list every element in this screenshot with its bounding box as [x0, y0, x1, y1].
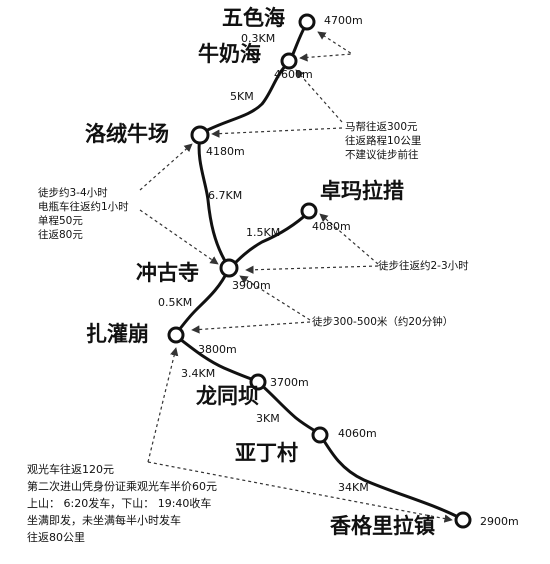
note-horse-line-1: 马帮往返300元 — [345, 121, 418, 133]
callout-short-a — [239, 275, 311, 321]
altitude-luorong: 4180m — [206, 145, 245, 158]
segment-chonggu-zhaguan — [174, 268, 230, 336]
marker-chonggu — [219, 258, 239, 278]
place-name-longtong: 龙同坝 — [196, 384, 259, 408]
bus-info-block: 观光车往返120元 第二次进山凭身份证乘观光车半价60元 上山： 6:20发车，… — [27, 461, 217, 546]
marker-xianggeli — [454, 511, 472, 529]
callout-horse-luorong — [211, 127, 343, 138]
note-walk-chonggu: 徒步300-500米（约20分钟） — [312, 315, 453, 329]
distance-zhuoma-chonggu: 1.5KM — [246, 226, 281, 239]
marker-zhuoma — [300, 202, 318, 220]
note-walk-zhuoma: 徒步往返约2-3小时 — [378, 259, 469, 273]
altitude-longtong: 3700m — [270, 376, 309, 389]
note-walk-left-line-3: 单程50元 — [38, 215, 83, 227]
note-walk-zhuoma-line-1: 徒步往返约2-3小时 — [378, 260, 469, 272]
callout-walk-luorong — [139, 143, 193, 191]
place-name-niunai: 牛奶海 — [198, 42, 261, 66]
note-walk-left-line-1: 徒步约3-4小时 — [38, 187, 108, 199]
bus-info-line-4: 坐满即发，未坐满每半小时发车 — [27, 514, 181, 527]
altitude-zhuoma: 4080m — [312, 220, 351, 233]
note-horse-line-2: 往返路程10公里 — [345, 135, 422, 147]
place-name-yading: 亚丁村 — [235, 441, 298, 465]
segment-zhaguan-longtong — [174, 334, 259, 383]
distance-luorong-chonggu: 6.7KM — [208, 189, 243, 202]
note-horse: 马帮往返300元 往返路程10公里 不建议徒步前往 — [345, 120, 421, 162]
segment-yading-xianggeli — [319, 434, 464, 521]
place-name-xianggeli: 香格里拉镇 — [330, 514, 435, 538]
distance-zhaguan-longtong: 3.4KM — [181, 367, 216, 380]
callout-bus — [147, 347, 179, 463]
marker-yading — [311, 426, 329, 444]
place-name-luorong: 洛绒牛场 — [85, 122, 169, 146]
dashed-callouts — [139, 31, 453, 523]
note-walk-left: 徒步约3-4小时 电瓶车往返约1小时 单程50元 往返80元 — [38, 186, 129, 242]
marker-niunai — [280, 52, 298, 70]
altitude-niunai: 4600m — [274, 68, 313, 81]
bus-info-line-5: 往返80公里 — [27, 531, 85, 544]
altitude-wuse: 4700m — [324, 14, 363, 27]
altitude-zhaguan: 3800m — [198, 343, 237, 356]
callout-short-b — [191, 321, 311, 334]
note-walk-left-line-2: 电瓶车往返约1小时 — [38, 201, 129, 213]
distance-wuse-niunai: 0.3KM — [241, 32, 276, 45]
altitude-yading: 4060m — [338, 427, 377, 440]
distance-longtong-yading: 3KM — [256, 412, 280, 425]
segment-luorong-chonggu — [197, 134, 230, 268]
note-walk-chonggu-line-1: 徒步300-500米（约20分钟） — [312, 316, 454, 328]
callout-wuse-loop — [299, 31, 354, 62]
callout-zhuoma-a — [319, 213, 379, 265]
marker-zhaguan — [167, 326, 185, 344]
segment-zhuoma-chonggu — [228, 210, 311, 270]
callout-walk-chonggu — [139, 209, 219, 265]
bus-info-line-1: 观光车往返120元 — [27, 463, 114, 476]
bus-info-line-3: 上山： 6:20发车，下山： 19:40收车 — [27, 497, 212, 510]
place-name-chonggu: 冲古寺 — [136, 261, 199, 285]
callout-zhuoma-b — [245, 265, 379, 274]
bus-info-line-2: 第二次进山凭身份证乘观光车半价60元 — [27, 480, 217, 493]
place-name-zhuoma: 卓玛拉措 — [320, 179, 404, 203]
distance-yading-xianggeli: 34KM — [338, 481, 369, 494]
altitude-chonggu: 3900m — [232, 279, 271, 292]
location-markers — [167, 13, 472, 529]
distance-niunai-luorong: 5KM — [230, 90, 254, 103]
marker-longtong — [249, 373, 267, 391]
distance-chonggu-zhaguan: 0.5KM — [158, 296, 193, 309]
marker-luorong — [190, 125, 210, 145]
segment-niunai-luorong — [198, 60, 291, 136]
note-walk-left-line-4: 往返80元 — [38, 229, 83, 241]
segment-longtong-yading — [257, 381, 322, 436]
note-horse-line-3: 不建议徒步前往 — [345, 149, 419, 161]
marker-wuse — [298, 13, 316, 31]
altitude-xianggeli: 2900m — [480, 515, 519, 528]
place-name-zhaguan: 扎灌崩 — [86, 322, 149, 346]
place-name-wuse: 五色海 — [222, 6, 285, 30]
